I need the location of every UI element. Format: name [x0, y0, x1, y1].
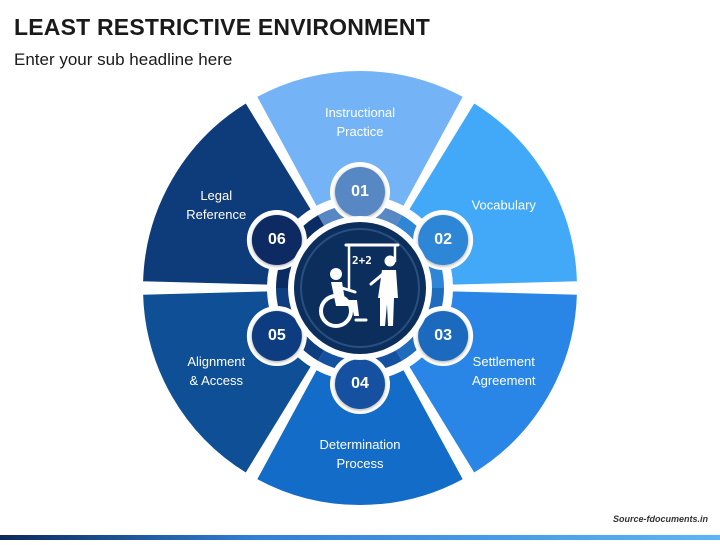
- segment-label-line: & Access: [189, 373, 243, 388]
- segment-label-line: Instructional: [324, 105, 396, 120]
- segment-label-line: Vocabulary: [471, 197, 536, 213]
- segment-label-line: Determination: [319, 437, 401, 452]
- segment-label-line: Alignment: [187, 354, 246, 369]
- segment-label-line: Process: [336, 456, 384, 471]
- segment-label-05: Alignment & Access: [161, 352, 271, 390]
- number-node-05: [251, 311, 302, 361]
- number-node-02: [418, 215, 469, 265]
- segment-label-line: Legal: [200, 188, 233, 203]
- slide-title: LEAST RESTRICTIVE ENVIRONMENT: [14, 14, 430, 40]
- teacher-and-wheelchair-student-icon: 2+2: [319, 243, 400, 328]
- svg-text:2+2: 2+2: [352, 254, 372, 267]
- segment-label-02: Vocabulary: [449, 196, 559, 215]
- number-node-04: [335, 359, 385, 409]
- number-label-03: 03: [434, 327, 453, 344]
- source-credit: Source-fdocuments.in: [612, 514, 708, 524]
- number-node-01: [335, 167, 385, 217]
- number-label-02: 02: [434, 231, 453, 248]
- number-label-01: 01: [351, 183, 369, 200]
- bottom-accent-bar: [0, 535, 720, 540]
- slide-subtitle: Enter your sub headline here: [14, 50, 233, 69]
- number-node-06: [251, 215, 302, 265]
- number-node-03: [418, 311, 469, 361]
- segment-label-line: Practice: [336, 124, 384, 139]
- segment-label-line: Agreement: [471, 373, 536, 388]
- segment-label-line: Settlement: [472, 354, 535, 369]
- number-label-06: 06: [267, 231, 286, 248]
- segment-label-line: Reference: [186, 207, 247, 222]
- number-label-05: 05: [267, 327, 286, 344]
- hub-circle: [294, 222, 426, 354]
- number-label-04: 04: [351, 375, 369, 392]
- hub-inner-ring: [300, 228, 420, 348]
